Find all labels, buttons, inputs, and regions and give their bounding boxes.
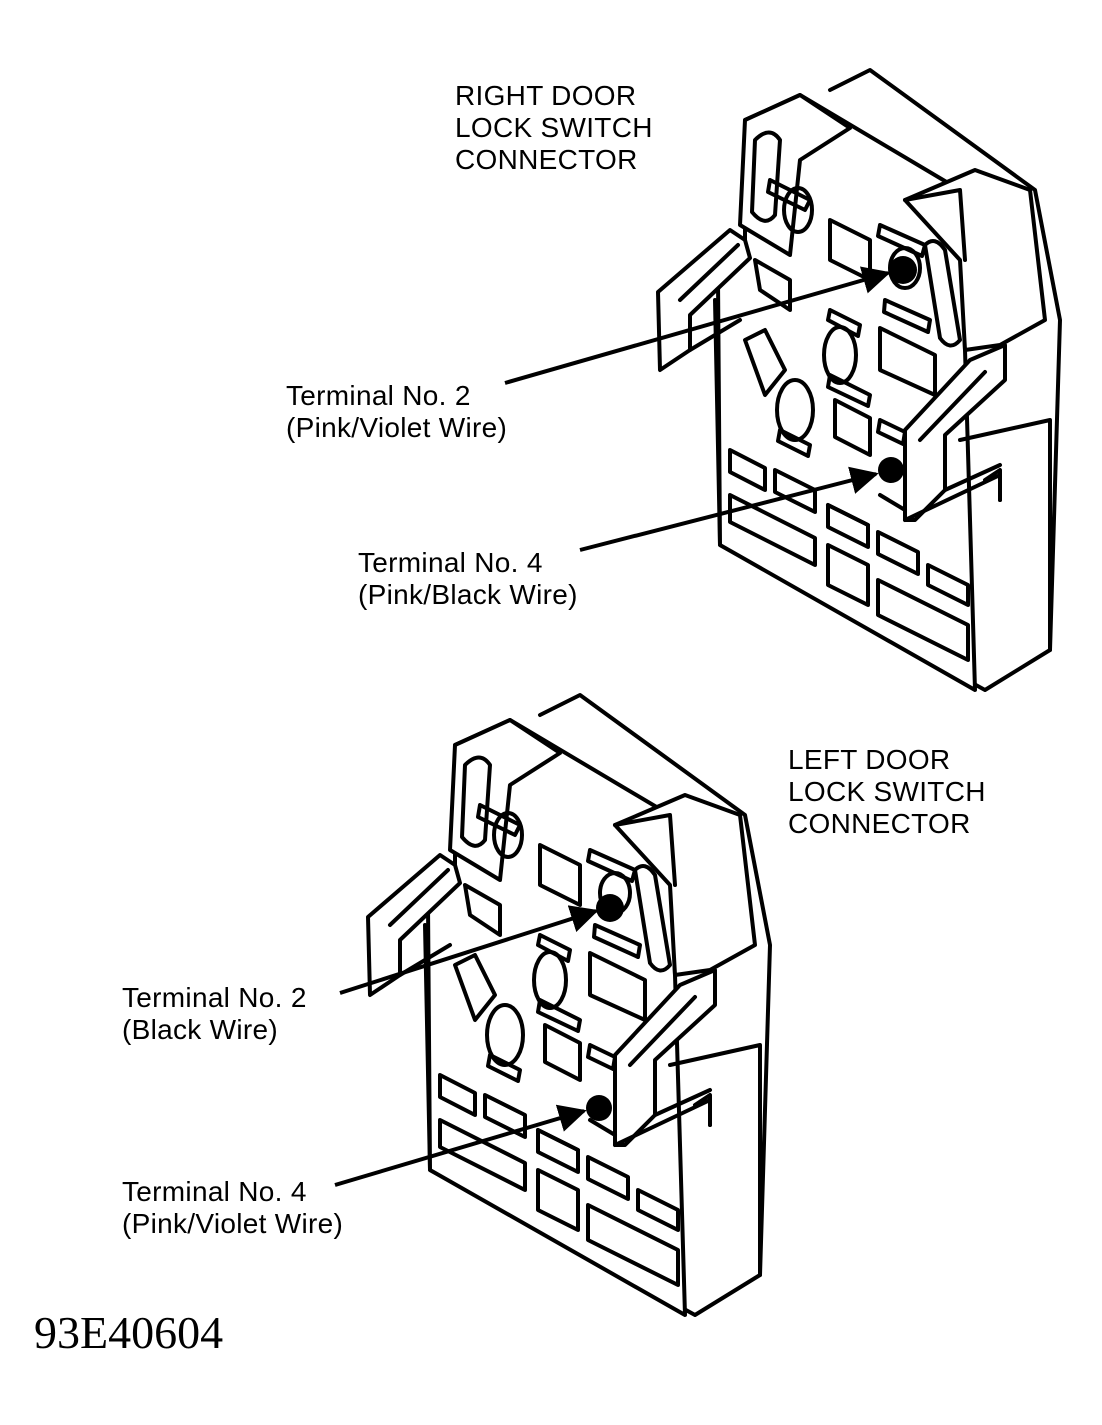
right-terminal-4-leader: [579, 466, 879, 552]
right-terminal-2-label: Terminal No. 2 (Pink/Violet Wire): [286, 380, 507, 444]
left-terminal-4-dot: [586, 1095, 612, 1121]
right-terminal-2-leader: [504, 266, 891, 385]
right-title-line-1: RIGHT DOOR: [455, 80, 637, 111]
left-title-line-2: LOCK SWITCH: [788, 776, 986, 807]
right-title-line-3: CONNECTOR: [455, 144, 638, 175]
right-title-line-2: LOCK SWITCH: [455, 112, 653, 143]
left-connector-drawing: [366, 693, 772, 1317]
figure-id: 93E40604: [34, 1307, 224, 1358]
left-terminal-4-wire: (Pink/Violet Wire): [122, 1208, 344, 1239]
left-terminal-2-leader: [339, 905, 599, 995]
left-terminal-2-name: Terminal No. 2: [122, 982, 307, 1013]
left-title-line-1: LEFT DOOR: [788, 744, 951, 775]
right-terminal-2-name: Terminal No. 2: [286, 380, 471, 411]
left-terminal-4-leader: [334, 1104, 587, 1187]
left-title-line-3: CONNECTOR: [788, 808, 971, 839]
left-connector-title: LEFT DOOR LOCK SWITCH CONNECTOR: [788, 744, 986, 840]
left-terminal-4-name: Terminal No. 4: [122, 1176, 307, 1207]
right-terminal-2-wire: (Pink/Violet Wire): [286, 412, 508, 443]
right-terminal-2-dot: [889, 256, 917, 284]
right-connector-title: RIGHT DOOR LOCK SWITCH CONNECTOR: [455, 80, 653, 176]
left-terminal-2-label: Terminal No. 2 (Black Wire): [122, 982, 307, 1046]
right-connector-drawing: [656, 68, 1062, 692]
right-terminal-4-name: Terminal No. 4: [358, 547, 543, 578]
right-terminal-4-dot: [878, 457, 904, 483]
left-terminal-2-dot: [596, 894, 624, 922]
left-terminal-4-label: Terminal No. 4 (Pink/Violet Wire): [122, 1176, 343, 1240]
left-terminal-2-wire: (Black Wire): [122, 1014, 279, 1045]
right-terminal-4-label: Terminal No. 4 (Pink/Black Wire): [358, 547, 578, 611]
right-terminal-4-wire: (Pink/Black Wire): [358, 579, 578, 610]
